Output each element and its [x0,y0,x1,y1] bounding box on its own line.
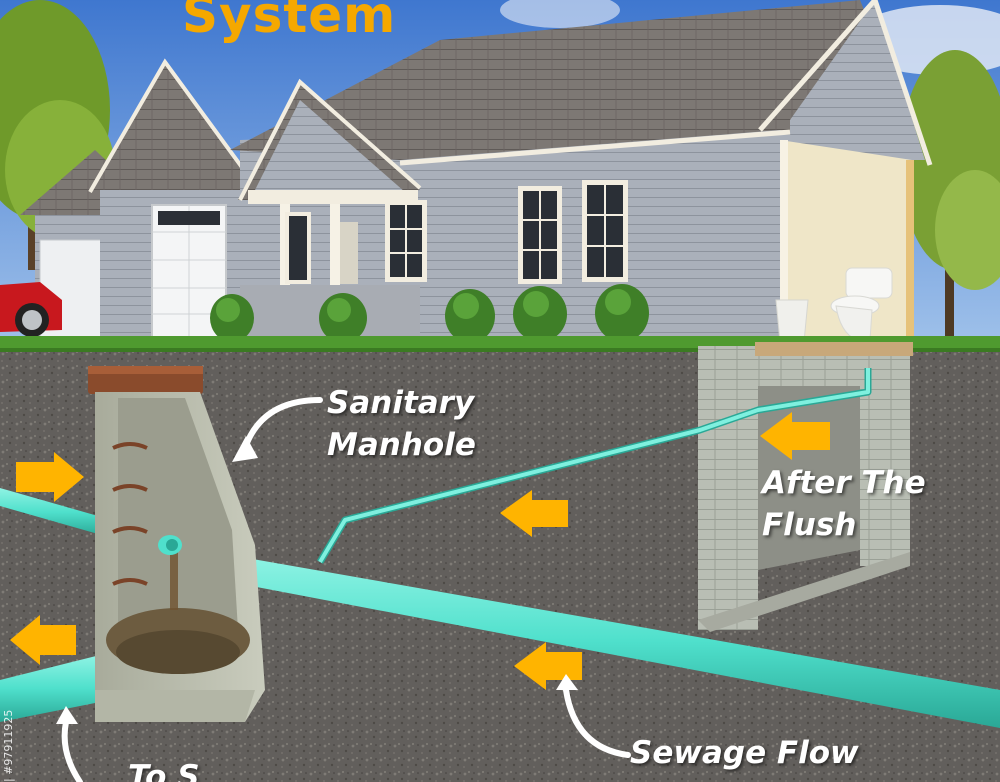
porch-column [330,204,340,290]
flush-label-line2: Flush [762,508,856,544]
front-door [340,222,358,284]
sewage-flow-label: Sewage Flow [630,736,859,772]
stock-watermark: | #97911925 [2,710,15,782]
foundation-wall [698,346,758,630]
cut-off-label: To S [128,760,200,782]
trash-bin [776,300,808,342]
flush-label-line1: After The [762,466,926,502]
diagram-title: System [182,0,396,44]
window [285,212,311,284]
shrub-icon [513,286,567,342]
shrub-icon [445,289,495,343]
shrub-icon [210,294,254,342]
window [582,180,628,282]
shrub-icon [595,284,649,342]
shrub-icon [319,293,367,343]
manhole-label-line1: Sanitary [327,386,474,422]
manhole-label-line2: Manhole [327,428,476,464]
window [518,186,562,284]
window [385,200,427,282]
